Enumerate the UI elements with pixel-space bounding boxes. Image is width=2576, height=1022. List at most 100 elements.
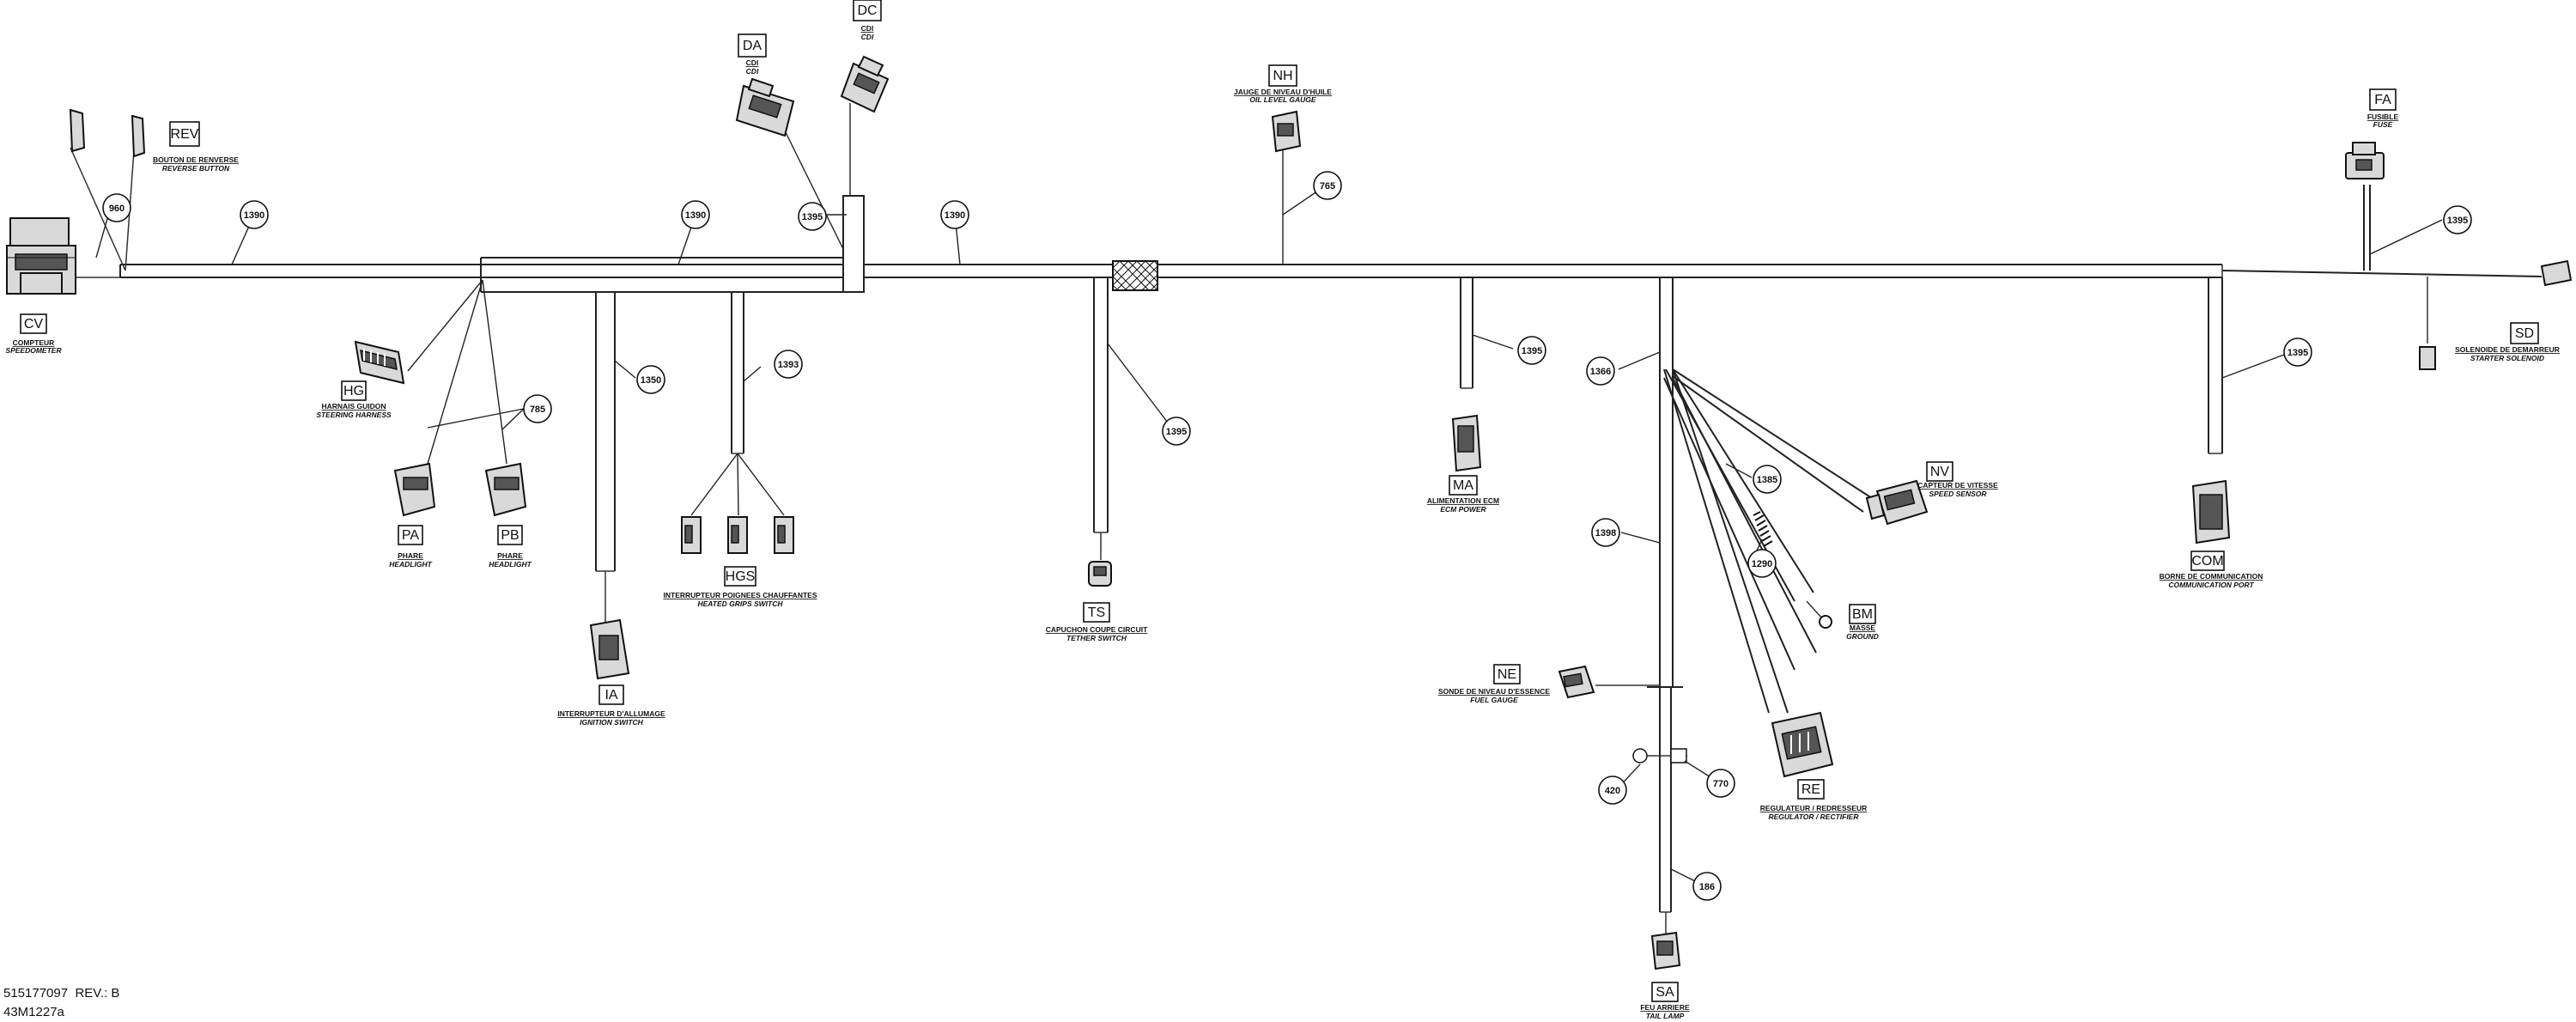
pa-label: PA PHARE HEADLIGHT: [389, 525, 433, 569]
svg-text:NE: NE: [1498, 667, 1516, 682]
svg-text:CV: CV: [24, 317, 44, 332]
dim-callout: 420: [1598, 776, 1627, 805]
svg-text:HGS: HGS: [726, 569, 756, 584]
svg-text:CDI: CDI: [746, 67, 759, 76]
svg-text:1393: 1393: [778, 360, 799, 370]
svg-text:COMPTEUR: COMPTEUR: [13, 338, 55, 347]
svg-text:1390: 1390: [244, 210, 264, 221]
svg-text:1395: 1395: [1166, 427, 1187, 437]
ne-connector-icon: [1558, 665, 1595, 699]
da-label: DA CDI CDI: [738, 33, 767, 76]
nv-connector-icon: [1865, 479, 1929, 526]
dim-callout: 1395: [798, 202, 827, 231]
svg-text:186: 186: [1699, 882, 1715, 892]
sa-connector-icon: [1650, 931, 1681, 970]
svg-text:ECM POWER: ECM POWER: [1440, 505, 1486, 514]
dim-callout: 1390: [240, 200, 269, 229]
svg-text:960: 960: [109, 204, 125, 214]
dc-label: DC CDI CDI: [853, 0, 882, 41]
svg-text:SOLENOIDE DE DEMARREUR: SOLENOIDE DE DEMARREUR: [2455, 345, 2560, 354]
svg-text:BORNE DE COMMUNICATION: BORNE DE COMMUNICATION: [2160, 572, 2263, 581]
svg-text:TETHER SWITCH: TETHER SWITCH: [1066, 634, 1127, 642]
svg-text:1385: 1385: [1757, 475, 1777, 485]
ma-connector-icon: [1451, 414, 1482, 472]
bm-label: BM MASSE GROUND: [1846, 604, 1879, 641]
svg-text:FUSE: FUSE: [2373, 120, 2393, 129]
svg-text:BOUTON DE RENVERSE: BOUTON DE RENVERSE: [153, 155, 239, 164]
svg-text:DA: DA: [743, 39, 762, 53]
svg-text:PA: PA: [402, 528, 419, 543]
pa-connector-icon: [393, 462, 436, 517]
re-connector-icon: [1771, 711, 1834, 778]
connector-labels: CV COMPTEUR SPEEDOMETER REV BOUTON DE RE…: [5, 0, 2560, 1020]
svg-text:NH: NH: [1273, 69, 1292, 83]
dim-callout: 1390: [940, 200, 969, 229]
svg-text:CAPTEUR DE VITESSE: CAPTEUR DE VITESSE: [1917, 481, 1998, 490]
ts-label: TS CAPUCHON COUPE CIRCUIT TETHER SWITCH: [1046, 602, 1148, 642]
sa-label: SA FEU ARRIERE TAIL LAMP: [1640, 982, 1690, 1020]
svg-text:1366: 1366: [1590, 367, 1611, 377]
com-label: COM BORNE DE COMMUNICATION COMMUNICATION…: [2160, 551, 2263, 589]
dim-callout: 1395: [2443, 205, 2472, 234]
dim-callout: 1366: [1586, 356, 1615, 386]
re-label: RE REGULATEUR / REDRESSEUR REGULATOR / R…: [1760, 779, 1867, 821]
hg-connector-icon: [354, 340, 405, 385]
svg-text:INTERRUPTEUR POIGNEES CHAUFFAN: INTERRUPTEUR POIGNEES CHAUFFANTES: [664, 591, 817, 599]
rev-label: REV BOUTON DE RENVERSE REVERSE BUTTON: [153, 121, 239, 173]
svg-text:CDI: CDI: [746, 58, 759, 67]
svg-text:IGNITION SWITCH: IGNITION SWITCH: [580, 718, 644, 727]
pb-connector-icon: [484, 462, 527, 517]
dim-callout: 1290: [1747, 549, 1777, 578]
svg-text:FUSIBLE: FUSIBLE: [2367, 113, 2399, 121]
svg-text:INTERRUPTEUR D'ALLUMAGE: INTERRUPTEUR D'ALLUMAGE: [557, 709, 665, 718]
svg-text:COMMUNICATION PORT: COMMUNICATION PORT: [2168, 581, 2254, 589]
svg-text:RE: RE: [1801, 782, 1820, 797]
ia-connector-icon: [589, 618, 630, 680]
svg-text:1395: 1395: [1522, 346, 1542, 356]
dim-callout: 1393: [774, 350, 803, 379]
drawing-code: 43M1227a: [3, 1005, 64, 1019]
dimension-leaders: [95, 185, 2443, 885]
dim-callout: 1395: [1162, 417, 1191, 446]
svg-text:1390: 1390: [685, 210, 706, 221]
svg-text:PHARE: PHARE: [398, 551, 423, 560]
dim-callout: 770: [1706, 769, 1735, 798]
svg-text:HG: HG: [343, 384, 364, 398]
dim-callout: 1395: [1517, 336, 1546, 365]
revision: REV.: B: [75, 986, 120, 1001]
dim-callout: 785: [523, 394, 552, 423]
nh-label: NH JAUGE DE NIVEAU D'HUILE OIL LEVEL GAU…: [1234, 64, 1332, 104]
dim-callout: 186: [1692, 872, 1722, 901]
svg-text:FEU ARRIERE: FEU ARRIERE: [1640, 1003, 1690, 1012]
svg-text:765: 765: [1320, 181, 1335, 192]
drawing-footer: 515177097 REV.: B 43M1227a: [3, 984, 119, 1022]
cv-connector-icon: [6, 217, 76, 295]
com-connector-icon: [2191, 479, 2231, 544]
rev-connector-icon: [69, 108, 146, 158]
svg-text:SPEEDOMETER: SPEEDOMETER: [5, 346, 62, 355]
svg-text:CDI: CDI: [861, 33, 874, 41]
svg-text:JAUGE DE NIVEAU D'HUILE: JAUGE DE NIVEAU D'HUILE: [1234, 88, 1332, 96]
svg-text:HEATED GRIPS SWITCH: HEATED GRIPS SWITCH: [697, 599, 783, 608]
dim-callout: 960: [102, 193, 131, 222]
svg-text:1395: 1395: [802, 212, 823, 222]
ne-label: NE SONDE DE NIVEAU D'ESSENCE FUEL GAUGE: [1438, 664, 1550, 704]
connector-icons: [6, 55, 2573, 970]
svg-text:NV: NV: [1930, 465, 1950, 479]
svg-text:ALIMENTATION ECM: ALIMENTATION ECM: [1427, 496, 1499, 505]
cv-label: CV COMPTEUR SPEEDOMETER: [5, 313, 62, 355]
harness-sleeve-crosshatch: [1112, 260, 1158, 291]
svg-text:420: 420: [1605, 786, 1620, 796]
svg-text:FA: FA: [2374, 93, 2391, 107]
sd-label: SD SOLENOIDE DE DEMARREUR STARTER SOLENO…: [2455, 322, 2560, 362]
fa-label: FA FUSIBLE FUSE: [2367, 88, 2399, 129]
dim-callout: 1395: [2283, 338, 2312, 367]
part-number: 515177097: [3, 986, 69, 1001]
svg-text:HEADLIGHT: HEADLIGHT: [489, 560, 532, 569]
harness-branches: [70, 103, 2428, 936]
svg-text:MASSE: MASSE: [1850, 624, 1876, 632]
dim-callout: 1390: [681, 200, 710, 229]
dim-callout: 1398: [1591, 518, 1620, 547]
svg-text:IA: IA: [605, 688, 617, 703]
